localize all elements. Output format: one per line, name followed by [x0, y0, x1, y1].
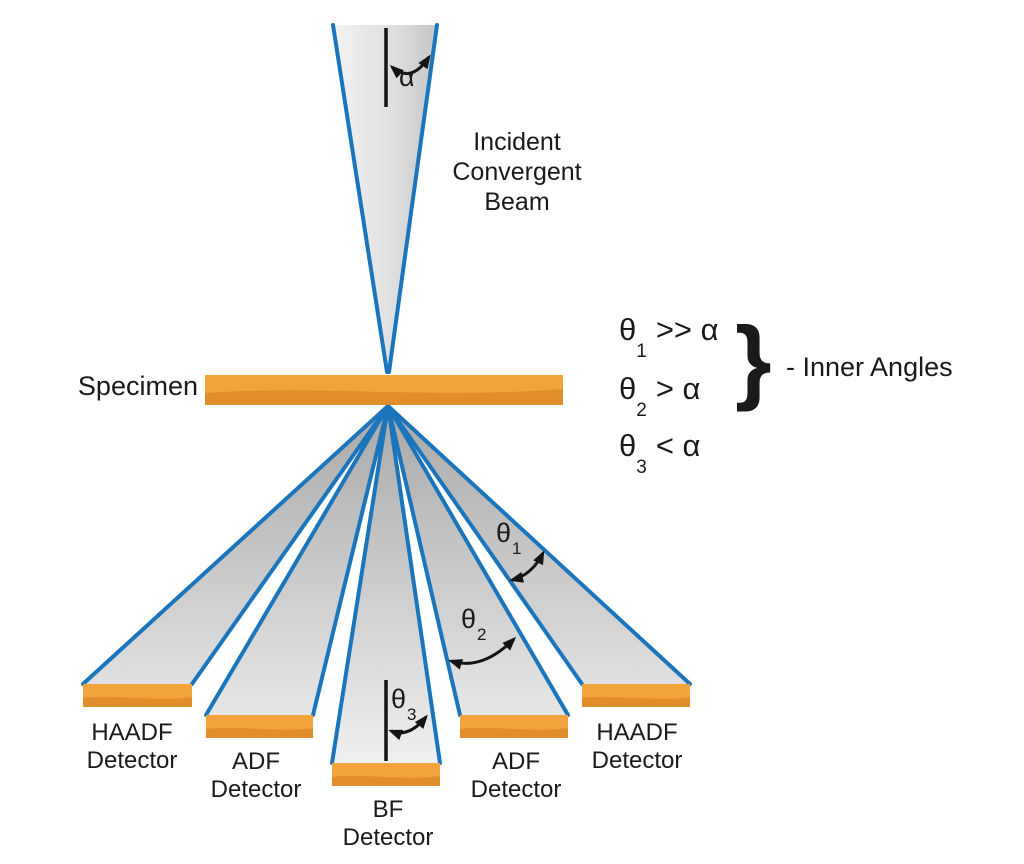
theta2-angle-label: θ2	[461, 604, 487, 644]
theta3-symbol: θ	[391, 684, 407, 714]
equation-theta2-subscript: 2	[636, 400, 647, 422]
theta2-angle-arc	[448, 636, 517, 670]
alpha-angle-label: α	[399, 64, 415, 91]
equation-theta2-relation: > α	[655, 371, 701, 406]
incident-beam-cone	[331, 23, 439, 374]
specimen-label: Specimen	[77, 371, 198, 401]
equation-theta3-symbol: θ	[619, 428, 637, 463]
haadf-left-detector-bar	[83, 684, 192, 707]
adf-left-label-line1: ADF	[232, 748, 280, 775]
bf-detector-label: BF Detector	[303, 796, 473, 852]
equation-theta3-subscript: 3	[636, 457, 647, 479]
haadf-right-detector-label: HAADF Detector	[552, 719, 722, 775]
equation-theta1-symbol: θ	[619, 312, 637, 347]
theta1-symbol: θ	[496, 518, 512, 548]
adf-left-detector-label: ADF Detector	[171, 748, 341, 804]
bf-label-line1: BF	[372, 796, 404, 823]
scattered-beam-wedges	[81, 404, 692, 765]
inner-angles-brace: }	[735, 307, 772, 412]
haadf-left-label-line1: HAADF	[91, 719, 173, 746]
theta3-angle-arc	[388, 714, 428, 741]
haadf-left-detector-label: HAADF Detector	[47, 719, 217, 775]
haadf-right-label-line1: HAADF	[596, 719, 678, 746]
theta3-angle-label: θ3	[391, 684, 417, 724]
alpha-symbol: α	[399, 62, 415, 92]
theta2-symbol: θ	[461, 604, 477, 634]
equation-theta3: θ3 < α	[619, 428, 701, 477]
theta3-subscript: 3	[407, 705, 417, 725]
equation-theta3-relation: < α	[655, 428, 701, 463]
adf-right-detector-bar	[460, 715, 568, 738]
theta1-angle-label: θ1	[496, 518, 522, 558]
adf-right-label-line2: Detector	[470, 776, 562, 803]
equation-theta1-subscript: 1	[636, 341, 647, 363]
inner-angles-annotation: - Inner Angles	[786, 352, 953, 382]
adf-left-detector-bar	[206, 715, 313, 738]
alpha-angle-arc	[389, 54, 431, 79]
incident-beam-label: Incident Convergent Beam	[417, 127, 617, 217]
equation-theta1: θ1 >> α	[619, 312, 719, 361]
theta2-subscript: 2	[477, 625, 487, 645]
theta1-subscript: 1	[512, 539, 522, 559]
incident-beam-line2: Convergent	[452, 158, 582, 186]
adf-left-label-line2: Detector	[210, 776, 302, 803]
equation-theta1-relation: >> α	[655, 312, 719, 347]
bf-label-line2: Detector	[342, 824, 434, 851]
theta1-angle-arc	[509, 550, 545, 583]
specimen-bar	[205, 375, 563, 405]
incident-beam-line1: Incident	[473, 128, 561, 156]
bf-detector-bar	[332, 763, 440, 786]
equation-theta2: θ2 > α	[619, 371, 701, 420]
incident-beam-line3: Beam	[484, 188, 550, 216]
haadf-left-label-line2: Detector	[86, 747, 178, 774]
adf-right-detector-label: ADF Detector	[431, 748, 601, 804]
equation-theta2-symbol: θ	[619, 371, 637, 406]
haadf-right-detector-bar	[582, 684, 690, 707]
haadf-right-label-line2: Detector	[591, 747, 683, 774]
adf-right-label-line1: ADF	[492, 748, 540, 775]
